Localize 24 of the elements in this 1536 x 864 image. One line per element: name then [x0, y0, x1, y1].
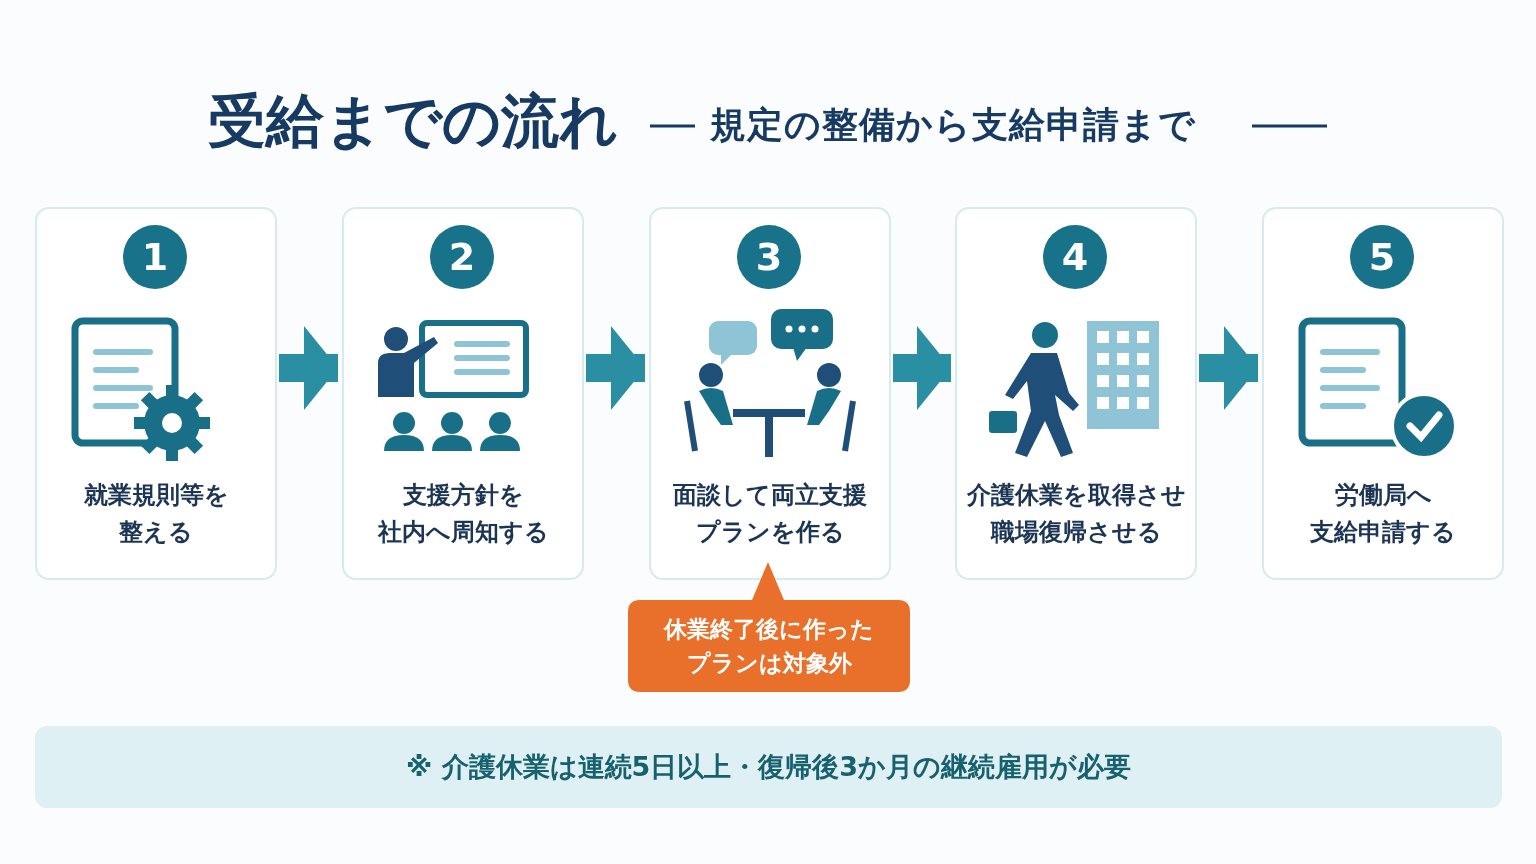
step-number: 4	[1043, 225, 1107, 289]
step-card	[342, 207, 584, 580]
callout-text: 休業終了後に作ったプランは対象外	[662, 615, 875, 678]
step-number: 5	[1350, 225, 1414, 289]
step-label: 支援方針を社内へ周知する	[376, 480, 550, 548]
step-label: 介護休業を取得させ職場復帰させる	[965, 480, 1187, 548]
title: 受給までの流れ	[208, 86, 618, 156]
step-number: 3	[737, 225, 801, 289]
step-label: 就業規則等を整える	[82, 480, 230, 548]
step-number: 1	[123, 225, 187, 289]
step-number: 2	[430, 225, 494, 289]
step-label: 面談して両立支援プランを作る	[672, 480, 868, 548]
step-card	[649, 207, 891, 580]
subtitle: 規定の整備から支給申請まで	[710, 103, 1196, 147]
arrow	[586, 326, 645, 410]
arrow	[279, 326, 338, 410]
arrow	[893, 326, 951, 410]
arrow	[1199, 326, 1258, 410]
note-band: ※ 介護休業は連続5日以上・復帰後3か月の継続雇用が必要	[35, 726, 1502, 808]
step-card	[1262, 207, 1504, 580]
step-card	[955, 207, 1197, 580]
callout-bubble	[628, 562, 910, 692]
step-card	[35, 207, 277, 580]
step-label: 労働局へ支給申請する	[1309, 480, 1457, 548]
